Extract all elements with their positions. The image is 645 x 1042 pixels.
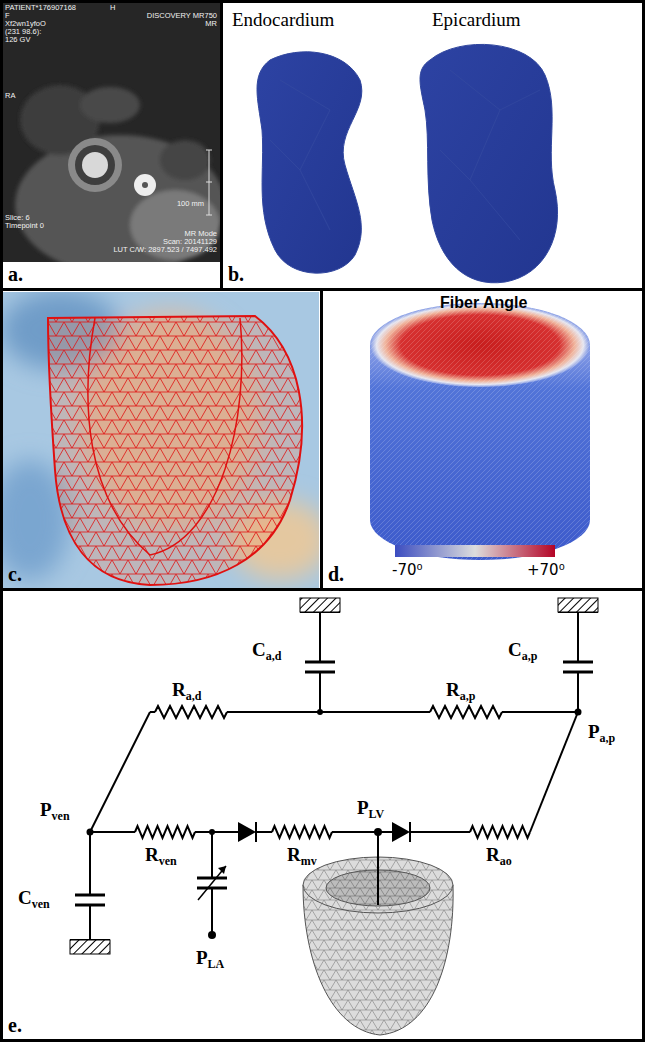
- capacitor-label: Ca,d: [252, 640, 281, 663]
- panel-letter: a.: [8, 263, 23, 286]
- panel-letter: b.: [228, 263, 244, 286]
- panel-letter: d.: [328, 563, 344, 586]
- figure-panel: c.: [0, 288, 323, 591]
- pressure-label: Pven: [40, 800, 70, 823]
- scanner-info: MR Mode: [184, 230, 217, 238]
- capacitor-label: Ca,p: [508, 640, 537, 663]
- scanner-info: Scan: 20141129: [163, 238, 217, 246]
- scanner-info: (231 98.6):: [5, 28, 41, 36]
- scanner-info: Slice: 6: [5, 214, 30, 222]
- colorbar-title: Fiber Angle: [440, 294, 527, 312]
- colorbar-tick: -70⁰: [392, 562, 423, 579]
- resistor-label: Rven: [145, 845, 177, 868]
- resistor-label: Rao: [486, 845, 512, 868]
- capacitor-label: Cven: [18, 888, 50, 911]
- pressure-label: Pa,p: [588, 722, 615, 745]
- panel-letter: c.: [8, 563, 22, 586]
- resistor-label: Ra,d: [172, 680, 201, 703]
- orientation-mark: RA: [5, 92, 15, 100]
- surface-label: Endocardium: [232, 10, 334, 31]
- colorbar-tick: +70⁰: [527, 562, 565, 579]
- scanner-info: 126 GV: [5, 36, 30, 44]
- figure-panel: e.: [0, 588, 645, 1042]
- scanner-info: F: [5, 12, 10, 20]
- scale-label: 100 mm: [177, 200, 204, 208]
- figure-panel: d.: [320, 288, 645, 591]
- scanner-info: Xf2wn1yfoO: [5, 20, 46, 28]
- resistor-label: Rmv: [287, 845, 317, 868]
- panel-letter: e.: [8, 1014, 22, 1037]
- orientation-mark: H: [110, 4, 115, 12]
- resistor-label: Ra,p: [446, 680, 475, 703]
- figure-panel: b.: [220, 0, 645, 291]
- scanner-info: DISCOVERY MR750: [147, 12, 217, 20]
- pressure-label: PLV: [357, 798, 384, 821]
- scanner-info: MR: [205, 20, 217, 28]
- surface-label: Epicardium: [432, 10, 521, 31]
- pressure-label: PLA: [196, 948, 224, 971]
- scanner-info: LUT C/W: 2897.523 / 7497.492: [113, 246, 217, 254]
- scanner-info: Timepoint 0: [5, 222, 44, 230]
- scanner-info: PATIENT*176907168: [5, 4, 76, 12]
